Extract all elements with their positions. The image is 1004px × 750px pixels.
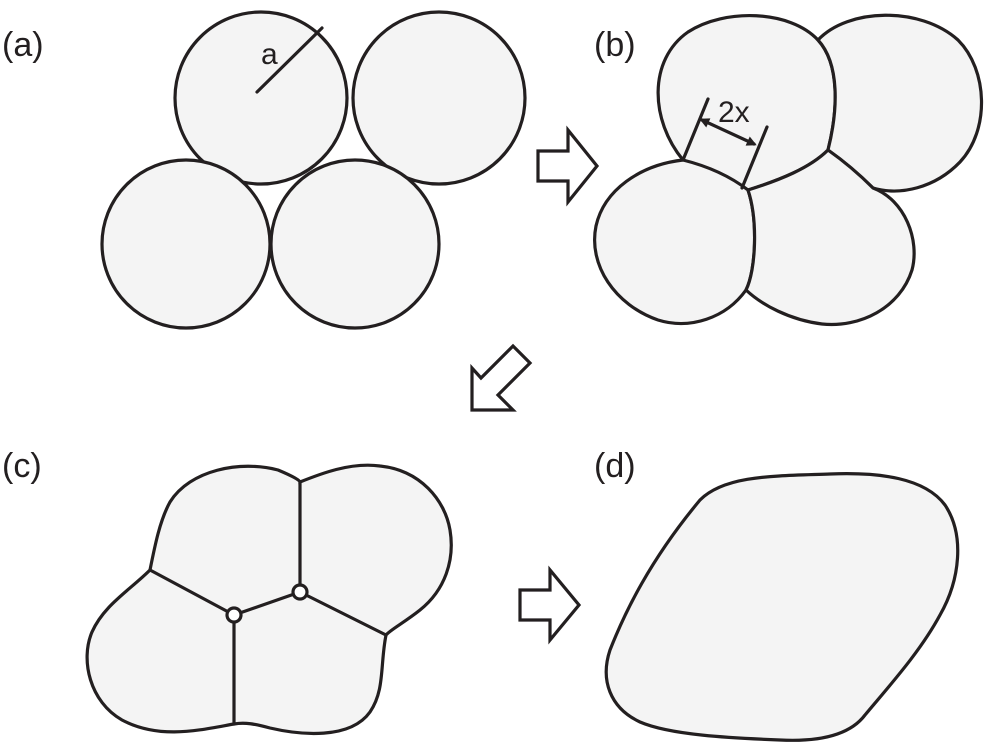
panel-d-label: (d)	[594, 447, 636, 485]
neck-marker-left	[681, 97, 710, 162]
neck-marker-right	[740, 125, 769, 190]
particle-b-bottom-right	[744, 147, 916, 327]
boundary-c-left	[148, 568, 236, 617]
particle-a-top-left	[173, 10, 349, 186]
panel-a-label: (a)	[2, 26, 44, 64]
panel-b-label: (b)	[594, 26, 636, 64]
particle-b-bottom-left	[593, 158, 757, 325]
particle-a-bottom-right	[269, 158, 441, 330]
radius-line	[255, 26, 324, 94]
dense-particle-d	[604, 472, 960, 742]
down-left-arrow-icon	[470, 343, 533, 412]
right-arrow-icon	[536, 125, 600, 207]
particle-a-top-right	[351, 10, 527, 186]
panel-a: (a) a	[2, 10, 527, 330]
neck-width-arrow	[699, 118, 757, 146]
panel-c-label: (c)	[2, 447, 42, 485]
agglomerate-c	[85, 463, 453, 735]
boundary-c-middle	[232, 590, 302, 617]
right-arrow-icon	[518, 565, 582, 645]
radius-label: a	[261, 38, 278, 71]
panel-c: (c)	[2, 447, 453, 735]
boundary-c-right	[298, 590, 388, 637]
pore-left	[225, 606, 243, 624]
neck-label: 2x	[718, 96, 750, 129]
pore-right	[291, 583, 309, 601]
particle-a-bottom-left	[100, 158, 272, 330]
panel-d: (d)	[594, 447, 960, 742]
panel-b: (b) 2x	[593, 13, 984, 327]
